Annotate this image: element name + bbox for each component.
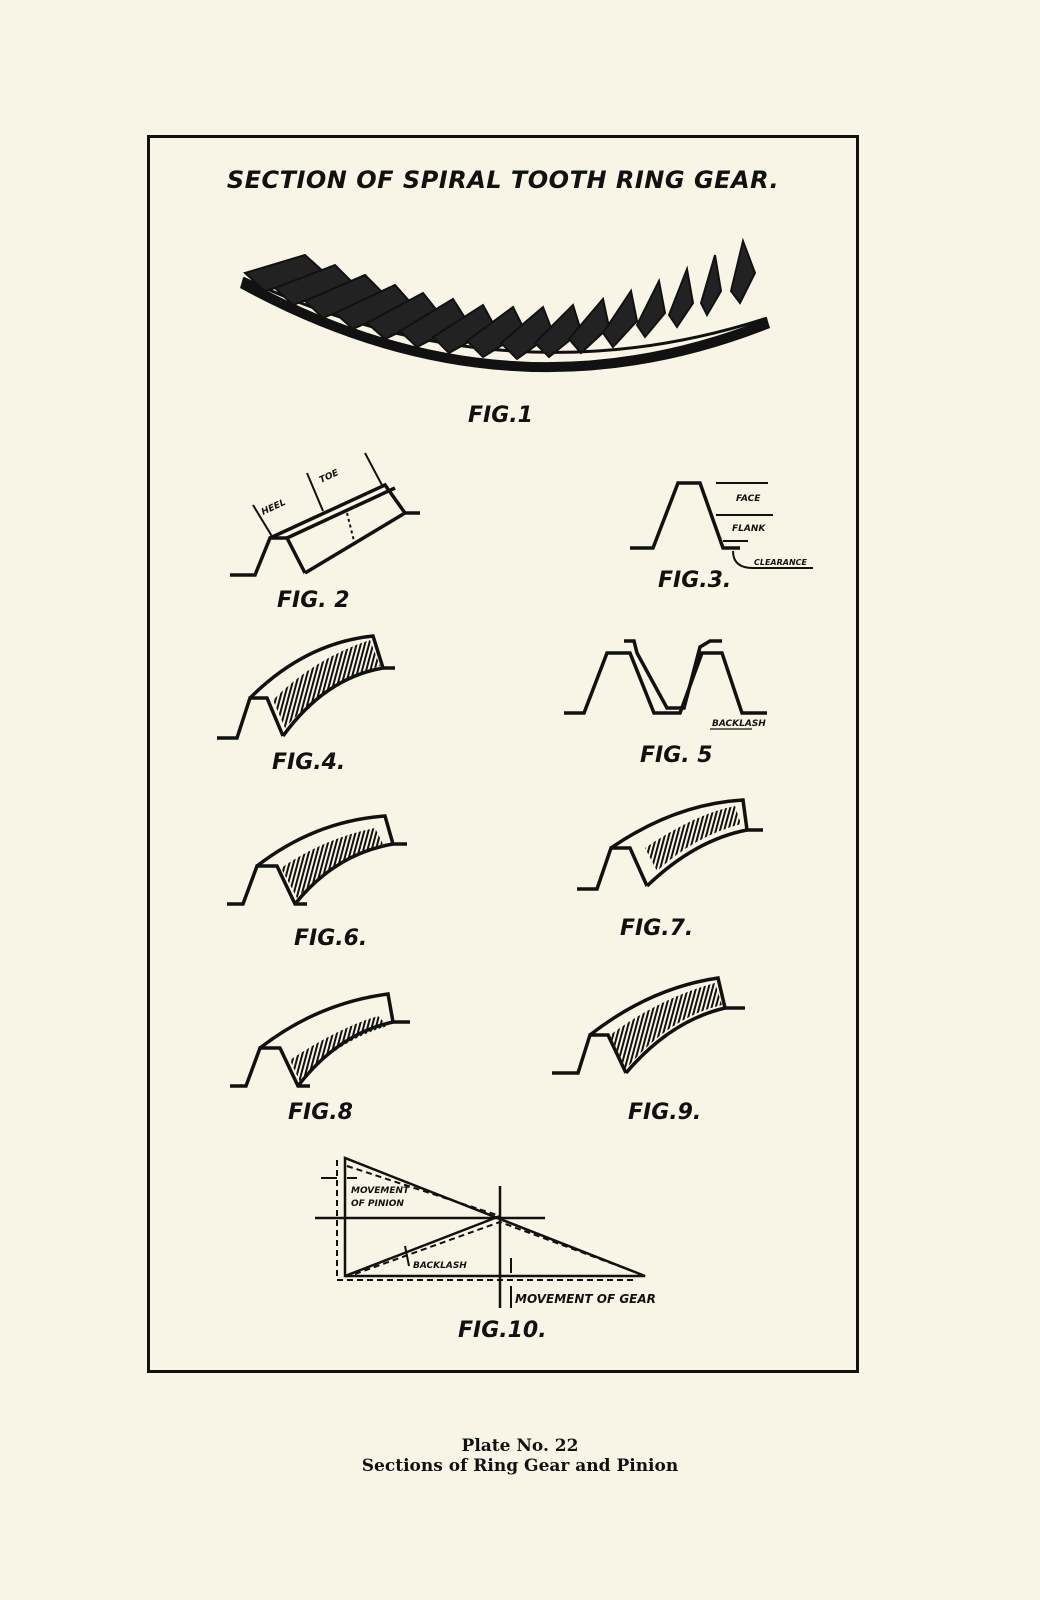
fig2-label-toe: TOE xyxy=(318,468,341,486)
fig10-label-movement-of-gear: MOVEMENT OF GEAR xyxy=(515,1292,656,1306)
fig6-caption: FIG.6. xyxy=(294,926,368,951)
fig5-label-backlash: BACKLASH xyxy=(712,719,766,729)
fig10-label-of-pinion: OF PINION xyxy=(351,1199,404,1209)
fig1-caption: FIG.1 xyxy=(468,403,533,428)
fig2-tooth-heel-toe-drawing: HEEL TOE xyxy=(230,452,420,577)
fig10-label-movement: MOVEMENT xyxy=(351,1186,410,1196)
fig10-movement-diagram: MOVEMENT OF PINION BACKLASH MOVEMENT OF … xyxy=(315,1156,656,1308)
fig5-backlash-drawing: BACKLASH xyxy=(564,639,767,730)
fig7-caption: FIG.7. xyxy=(620,916,694,941)
fig3-caption: FIG.3. xyxy=(658,568,732,593)
fig10-label-backlash: BACKLASH xyxy=(413,1261,467,1271)
fig4-caption: FIG.4. xyxy=(272,750,346,775)
fig9-tooth-contact-drawing xyxy=(552,976,745,1075)
fig3-tooth-profile-drawing: FACE FLANK CLEARANCE xyxy=(630,481,813,569)
fig3-label-flank: FLANK xyxy=(732,524,766,534)
plate-number: Plate No. 22 xyxy=(461,1436,579,1456)
fig3-label-clearance: CLEARANCE xyxy=(754,558,808,567)
fig10-caption: FIG.10. xyxy=(458,1318,547,1343)
plate-title: SECTION OF SPIRAL TOOTH RING GEAR. xyxy=(226,166,780,194)
fig4-tooth-contact-drawing xyxy=(217,634,395,740)
plate-frame: SECTION OF SPIRAL TOOTH RING GEAR. FIG.1 xyxy=(147,135,859,1373)
fig8-caption: FIG.8 xyxy=(288,1100,353,1125)
fig5-caption: FIG. 5 xyxy=(640,743,713,768)
fig1-ring-gear-drawing xyxy=(240,237,770,373)
fig6-tooth-contact-drawing xyxy=(227,814,407,906)
fig2-caption: FIG. 2 xyxy=(277,588,350,613)
fig3-label-face: FACE xyxy=(736,494,761,504)
fig9-caption: FIG.9. xyxy=(628,1100,702,1125)
fig8-tooth-contact-drawing xyxy=(230,992,410,1088)
fig7-tooth-contact-drawing xyxy=(577,798,763,891)
plate-subtitle: Sections of Ring Gear and Pinion xyxy=(361,1456,679,1476)
fig2-label-heel: HEEL xyxy=(260,498,288,518)
